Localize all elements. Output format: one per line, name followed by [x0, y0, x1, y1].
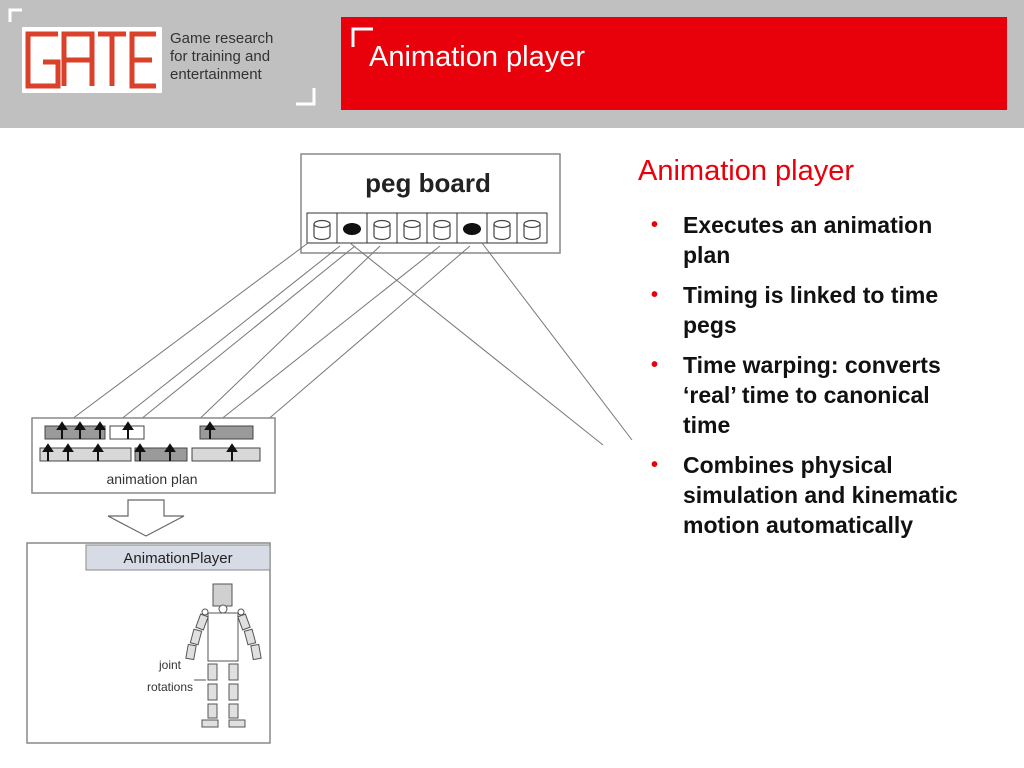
title-box: Animation player — [341, 17, 1007, 110]
corner-bracket-icon — [351, 27, 373, 47]
header-bar: Game research for training and entertain… — [0, 0, 1024, 128]
rotations-label: rotations — [147, 680, 193, 694]
bullet-item: • Timing is linked to time pegs — [648, 280, 978, 340]
bullet-text: Combines physical simulation and kinemat… — [683, 452, 958, 538]
logo-tagline: Game research for training and entertain… — [170, 30, 274, 83]
time-peg-icon — [403, 219, 421, 241]
bullet-text: Timing is linked to time pegs — [683, 282, 939, 338]
filled-peg-icon — [463, 223, 481, 235]
bullet-dot-icon: • — [651, 354, 659, 376]
time-peg-icon — [433, 219, 451, 241]
slide-title: Animation player — [369, 41, 585, 73]
peg-cells — [306, 212, 548, 244]
peg-board-label: peg board — [365, 168, 491, 198]
animation-player-label: AnimationPlayer — [123, 550, 232, 567]
bullet-list: • Executes an animation plan • Timing is l… — [648, 210, 978, 550]
bullet-text: Time warping: converts ‘real’ time to ca… — [683, 352, 941, 438]
bullet-text: Executes an animation plan — [683, 212, 933, 268]
time-peg-icon — [523, 219, 541, 241]
sync-arrow-icons — [42, 421, 238, 461]
peg-cell — [336, 212, 368, 244]
bullet-item: • Executes an animation plan — [648, 210, 978, 270]
animation-plan-label: animation plan — [106, 471, 197, 487]
gate-logo-mark — [8, 8, 316, 106]
bullet-dot-icon: • — [651, 214, 659, 236]
filled-peg-icon — [343, 223, 361, 235]
gate-logo: Game research for training and entertain… — [0, 0, 322, 128]
bullet-dot-icon: • — [651, 454, 659, 476]
time-peg-icon — [493, 219, 511, 241]
bullet-item: • Time warping: converts ‘real’ time to c… — [648, 350, 978, 440]
bullet-item: • Combines physical simulation and kinema… — [648, 450, 978, 540]
animation-diagram: peg board — [26, 153, 633, 744]
animation-player-tab — [85, 544, 271, 571]
humanoid-figure — [185, 583, 262, 728]
time-peg-icon — [313, 219, 331, 241]
bullet-dot-icon: • — [651, 284, 659, 306]
content-heading: Animation player — [638, 155, 854, 187]
down-arrow-icon — [107, 499, 185, 537]
joint-label: joint — [158, 658, 182, 672]
time-peg-icon — [373, 219, 391, 241]
